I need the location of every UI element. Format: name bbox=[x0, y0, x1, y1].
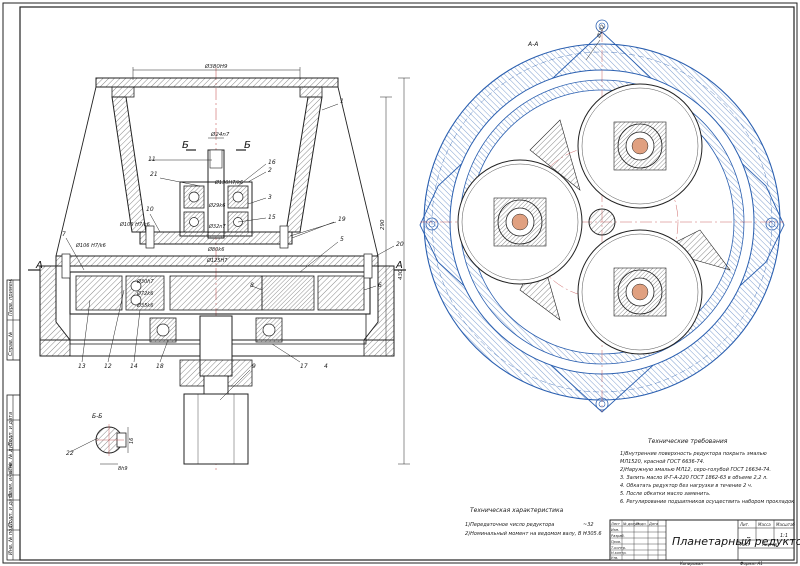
tb-stage: Лит. bbox=[739, 522, 749, 527]
main-section-view: Ø380H9 Ø24n7 Б Б Ø130H7/k6 Ø29k6 Ø32n7 Ø… bbox=[28, 63, 410, 470]
planet-gear-left bbox=[457, 159, 583, 285]
part-label-16: 16 bbox=[268, 159, 276, 166]
section-bb-title: Б-Б bbox=[92, 413, 102, 420]
section-aa-view: А-А bbox=[419, 19, 785, 413]
dim-h-290: 290 bbox=[380, 219, 386, 230]
tb-row-tkontr: Т.контр. bbox=[611, 546, 626, 550]
tb-col-date: Дата bbox=[648, 522, 658, 526]
tech-req-line-4: 3. Залить масло И-Г-А-220 ГОСТ 1862-63 в… bbox=[620, 475, 768, 481]
part-label-5: 5 bbox=[340, 236, 344, 243]
tech-char-row-2-value: ~305.6 bbox=[583, 531, 602, 537]
part-label-20: 20 bbox=[396, 241, 404, 248]
tb-row-razrab: Разраб. bbox=[611, 534, 625, 538]
section-bb-view: Б-Б 16 8h9 bbox=[92, 413, 135, 472]
tech-req-line-1: 1)Внутренние поверхность редуктора покры… bbox=[620, 451, 767, 457]
dim-32: Ø32n7 bbox=[208, 223, 226, 230]
planet-gear-top bbox=[577, 83, 703, 209]
part-label-22: 22 bbox=[66, 450, 74, 457]
part-label-4: 4 bbox=[324, 363, 328, 370]
tb-sheets: Листов bbox=[761, 542, 778, 547]
stamp-inv-podl: Инв. № подл. bbox=[8, 521, 14, 556]
dim-29: Ø29k6 bbox=[208, 202, 225, 209]
title-block: Лист № докум. Подп. Дата Изм. Разраб. Пр… bbox=[609, 519, 800, 566]
stamp-inv-dubl: Инв. № дубл. bbox=[8, 438, 14, 472]
part-label-3: 3 bbox=[268, 194, 272, 201]
dim-182: Ø182 bbox=[595, 24, 607, 40]
cut-a-left: А bbox=[35, 260, 43, 271]
tb-scale-value: 1:1 bbox=[780, 533, 788, 539]
cut-b-right: Б bbox=[244, 140, 251, 151]
tech-req-title: Технические требования bbox=[648, 438, 728, 445]
tb-row-utv: Утв. bbox=[611, 556, 618, 560]
part-label-19: 19 bbox=[338, 216, 346, 223]
cut-b-left: Б bbox=[182, 140, 189, 151]
part-label-9: 9 bbox=[252, 363, 256, 370]
tech-char-row-1-label: 1)Передаточное число редуктора bbox=[465, 522, 554, 528]
tech-char-row-2-label: 2)Номинальный момент на ведомом валу, В … bbox=[465, 531, 587, 537]
tech-req-line-6: 5. После обкатки масло заменить. bbox=[620, 491, 711, 497]
stamp-sign-date-2: Подп. и дата bbox=[8, 412, 14, 446]
stamp-vzam-inv: Взам. инв. № bbox=[8, 463, 14, 497]
stamp-perv-primen: Перв. примен. bbox=[8, 278, 14, 316]
part-label-21: 21 bbox=[150, 171, 158, 178]
dim-d-top: Ø380H9 bbox=[204, 63, 228, 70]
tb-mass: Масса bbox=[758, 522, 771, 527]
tech-char-title: Техническая характеристика bbox=[470, 507, 564, 514]
tb-row-izm: Изм. bbox=[611, 528, 619, 532]
tb-col-sheet: Лист bbox=[610, 522, 621, 526]
dim-bb-w: 8h9 bbox=[118, 466, 128, 472]
tb-format: Формат А1 bbox=[740, 561, 763, 566]
tb-copied: Копировал bbox=[680, 561, 703, 566]
side-stamp: Инв. № подл. Подп. и дата Взам. инв. № И… bbox=[6, 278, 21, 561]
tb-col-doc: № докум. bbox=[622, 522, 640, 526]
dim-35: Ø35k6 bbox=[136, 302, 153, 309]
drawing-title: Планетарный редуктор bbox=[672, 535, 800, 548]
tb-col-sign: Подп. bbox=[636, 522, 647, 526]
part-label-14: 14 bbox=[130, 363, 138, 370]
dim-72: Ø72k6 bbox=[136, 290, 153, 297]
dim-80: Ø80k6 bbox=[207, 246, 224, 253]
part-label-18: 18 bbox=[156, 363, 164, 370]
part-label-12: 12 bbox=[104, 363, 112, 370]
part-label-11: 11 bbox=[148, 156, 156, 163]
tb-sheet: Лист bbox=[739, 542, 751, 547]
part-label-10: 10 bbox=[146, 206, 154, 213]
dim-30: Ø30h7 bbox=[136, 278, 154, 285]
part-label-15: 15 bbox=[268, 214, 276, 221]
tb-row-nkontr: Н.контр. bbox=[611, 551, 627, 555]
section-aa-title: А-А bbox=[527, 41, 538, 48]
part-label-1: 1 bbox=[340, 98, 344, 105]
tech-requirements: Технические требования 1)Внутренние пове… bbox=[620, 438, 794, 505]
dim-shaft-top: Ø24n7 bbox=[210, 131, 230, 138]
tech-characteristics: Техническая характеристика 1)Передаточно… bbox=[465, 507, 602, 537]
tech-req-line-5: 4. Обкатать редуктор без нагрузки в тече… bbox=[620, 483, 752, 489]
tech-req-line-3: 2)Наружную эмалью МЛ12, серо-голубой ГОС… bbox=[620, 467, 771, 473]
tech-req-line-2: МЛ1520, красной ГОСТ 6636-74. bbox=[620, 459, 705, 465]
part-label-17: 17 bbox=[300, 363, 308, 370]
tech-req-line-7: 6. Регулирование подшипников осуществить… bbox=[620, 499, 794, 505]
dim-106b: Ø106 H7/k6 bbox=[75, 242, 106, 249]
dim-106a: Ø106 H7/k6 bbox=[119, 221, 150, 228]
dim-125: Ø125H7 bbox=[206, 257, 228, 264]
stamp-sprav: Справ. № bbox=[8, 332, 14, 356]
tech-char-row-1-value: ~32 bbox=[583, 522, 594, 528]
part-label-7: 7 bbox=[62, 231, 66, 238]
dim-h-430: 430 bbox=[398, 269, 404, 280]
cut-a-right: А bbox=[395, 260, 403, 271]
sun-gear bbox=[588, 208, 616, 236]
tb-scale: Масштаб bbox=[776, 522, 796, 527]
dim-bearing: Ø130H7/k6 bbox=[214, 179, 243, 186]
dim-bb-h: 16 bbox=[129, 438, 135, 444]
planet-gear-bottom bbox=[577, 229, 703, 355]
part-label-8: 8 bbox=[250, 282, 254, 289]
part-label-6: 6 bbox=[378, 282, 382, 289]
tb-row-prov: Пров. bbox=[611, 540, 621, 544]
part-label-13: 13 bbox=[78, 363, 86, 370]
part-label-2: 2 bbox=[268, 167, 272, 174]
stamp-sign-date-1: Подп. и дата bbox=[8, 493, 14, 527]
